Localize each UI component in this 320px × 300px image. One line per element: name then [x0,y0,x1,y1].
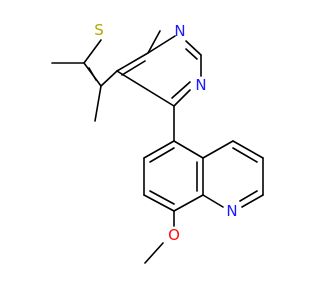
bond-n1-c2p [185,40,202,56]
bond-s-c7a [147,30,161,54]
bond-c3-c2-inner [88,67,97,81]
atom-label-nitrogen-top: N [174,22,185,40]
bond-c7a-n1 [147,35,176,54]
bond-c4-c3a [116,70,175,107]
bond-c6-c5-inner [149,147,175,163]
bond-c8-c7-inner [149,190,175,205]
bond-c7a-c3a-inner [121,60,146,76]
bond-c4a-c4 [202,140,234,159]
bond-c2-s [83,39,102,64]
bond-layer [51,30,264,264]
bond-n3-c4 [173,89,191,107]
bond-c3a-c3 [100,70,118,87]
atom-label-sulfur: S [94,21,104,39]
atom-label-oxygen: O [168,226,180,244]
bond-c2-n [241,194,264,208]
bond-n-c8a [202,194,224,208]
bond-o-methyl [144,242,164,264]
bond-c5-c4a [173,140,204,159]
structure-canvas: S N N N O [51,21,264,264]
bond-c6-c5 [143,140,175,159]
molecule-drawing: S N N N O [51,21,264,264]
atom-label-nitrogen-quinoline: N [226,202,237,220]
bond-c2-n-inner [239,190,258,202]
atom-label-layer: S N N N O [94,21,237,244]
bond-n1-c2p-inner [185,48,198,60]
bond-c4-c3 [232,140,264,159]
bond-c7a-c3a [116,52,149,72]
bond-c8-c7 [143,194,175,212]
bond-c8a-c8 [173,194,204,212]
bond-n3-c4-inner [171,81,191,99]
bond-c4-c3-inner [232,147,258,163]
atom-label-nitrogen-right: N [195,76,206,94]
bond-c3-methyl [94,85,102,122]
